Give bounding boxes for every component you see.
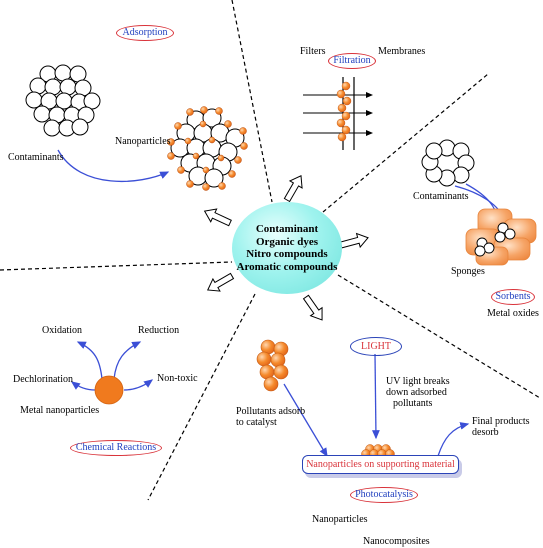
supporting-material-bar: Nanoparticles on supporting material [302, 455, 459, 474]
uv-text-line1: UV light breaks [386, 376, 450, 387]
chemical-reaction-arrows [70, 341, 154, 391]
sorbent-contaminants [421, 139, 475, 187]
contaminant-hub: Contaminant Organic dyes Nitro compounds… [232, 202, 342, 294]
adsorption-contaminants-label: Contaminants [8, 152, 64, 163]
light-source: LIGHT [350, 337, 402, 356]
hub-line-contaminant: Contaminant [255, 223, 319, 235]
sorbent-contaminants-label: Contaminants [413, 191, 469, 202]
sorbent-metal-oxides-label: Metal oxides [487, 308, 539, 319]
filtration-filters-label: Filters [300, 46, 326, 57]
metal-nanoparticle-sphere [94, 375, 124, 405]
adsorption-arrow [57, 149, 170, 183]
reaction-metal-nanoparticles-label: Metal nanoparticles [20, 405, 100, 416]
photocatalysis-nanoparticles-label: Nanoparticles [312, 514, 368, 525]
sector-divider-lines [0, 0, 541, 501]
contaminant-cluster [25, 64, 101, 137]
uv-text-line2: down adsorbed [386, 387, 447, 398]
photocatalysis-nanocomposites-label: Nanocomposites [363, 536, 430, 547]
filtration-title: Filtration [328, 53, 376, 69]
pollutant-adsorb-arrow [283, 383, 328, 458]
final-products-line1: Final products [472, 416, 530, 427]
uv-text-line3: pollutants [393, 398, 433, 409]
adsorption-title: Adsorption [116, 25, 174, 41]
final-products-arrow [437, 422, 470, 457]
reaction-non-toxic-label: Non-toxic [157, 373, 198, 384]
pollutant-cluster [256, 339, 289, 392]
adsorption-nanoparticles-label: Nanoparticles [115, 136, 171, 147]
nanoparticle-cluster [167, 106, 248, 191]
pollutants-text-line1: Pollutants adsorb [236, 406, 306, 417]
hub-line-nitro-compounds: Nitro compounds [246, 248, 328, 260]
filtration-membranes-label: Membranes [378, 46, 426, 57]
photocatalysis-title: Photocatalysis [350, 487, 418, 503]
reaction-dechlorination-label: Dechlorination [13, 374, 73, 385]
sorbent-sponges-label: Sponges [451, 266, 485, 277]
uv-light-arrow [372, 353, 380, 440]
sponges-cluster [465, 208, 537, 266]
hub-line-organic-dyes: Organic dyes [255, 235, 319, 248]
hub-line-aromatic-compounds: Aromatic compounds [236, 260, 338, 273]
filtration-membrane [303, 77, 373, 150]
pollutants-text-line2: to catalyst [236, 417, 277, 428]
chemical-reactions-title: Chemical Reactions [70, 440, 162, 456]
reaction-oxidation-label: Oxidation [42, 325, 82, 336]
outward-arrows [203, 174, 369, 321]
sorbents-title: Sorbents [491, 289, 535, 305]
final-products-line2: desorb [472, 427, 499, 438]
reaction-reduction-label: Reduction [138, 325, 180, 336]
